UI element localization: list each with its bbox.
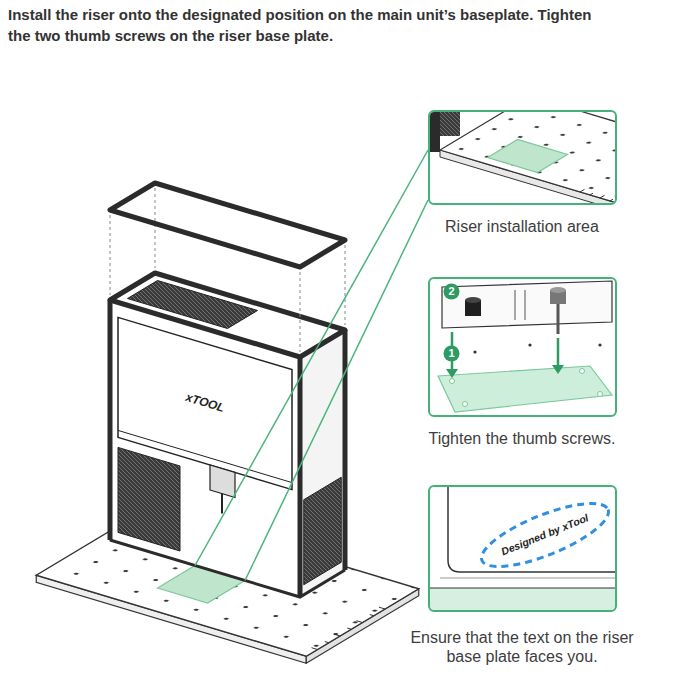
plate-hole: [473, 350, 476, 353]
lift-guide: [110, 188, 345, 352]
plate-inscription: Designed by xTool: [500, 512, 591, 558]
plate-edge: [430, 587, 615, 588]
highlight-ellipse: [474, 491, 615, 579]
detail-text-orientation: [430, 487, 615, 610]
ruler-ticks: [580, 189, 613, 201]
callout-number: 1: [443, 345, 460, 362]
screw-hole: [463, 402, 468, 407]
screw-hole: [580, 369, 585, 374]
nozzle: [221, 494, 223, 514]
plate-holes: [440, 112, 615, 203]
detail-thumb-screws: [438, 281, 612, 412]
riser-base: [442, 281, 612, 328]
screw-hole: [450, 379, 455, 384]
panel-caption: Tighten the thumb screws.: [406, 429, 638, 448]
detail-installation-area: [430, 112, 615, 203]
laser-head: [210, 465, 235, 498]
riser-area-highlight: [430, 588, 615, 610]
riser-area-highlight: [438, 366, 612, 412]
callout-number: 2: [443, 283, 460, 300]
down-arrow: [446, 369, 458, 378]
screw-thread: [557, 304, 560, 334]
callout-circle: [444, 346, 460, 362]
riser-outline: [448, 487, 615, 572]
frame-bottom: [110, 540, 345, 597]
down-arrow: [557, 338, 560, 366]
frame-pillar: [110, 300, 345, 597]
side-window: [118, 447, 180, 551]
callout-panel: Tighten the thumb screws.21: [428, 277, 617, 417]
side-window: [304, 477, 342, 585]
callout-number: 2: [443, 283, 460, 300]
panel-caption: Riser installation area: [406, 217, 638, 236]
heading: Install the riser onto the designated po…: [8, 4, 618, 46]
callout-circle: [444, 284, 460, 300]
plate-top: [440, 112, 615, 203]
plate-hole: [528, 343, 531, 346]
panel-caption: Ensure that the text on the riser base p…: [406, 628, 638, 666]
lid-frame: [110, 183, 345, 267]
thumb-screw: [550, 287, 566, 293]
riser-rib: [515, 290, 525, 320]
frame-top: [110, 273, 345, 357]
side-window: [440, 112, 460, 136]
callout-number: 1: [443, 345, 460, 362]
callout-panel: Riser installation area: [428, 110, 617, 205]
body-side: [300, 330, 345, 597]
screw-hole: [598, 392, 603, 397]
frame-pillar: [430, 112, 440, 152]
plate-edge: [440, 578, 615, 579]
lid: [110, 183, 345, 352]
leader-line: [195, 150, 428, 581]
ruler-ticks: [312, 607, 386, 649]
top-grill: [128, 281, 258, 329]
machine-body: [110, 273, 345, 597]
riser-area-highlight: [488, 140, 568, 173]
laser-unit: [118, 317, 292, 489]
down-arrow: [552, 365, 564, 374]
plate-hole: [598, 343, 601, 346]
thumb-screw: [465, 297, 481, 303]
